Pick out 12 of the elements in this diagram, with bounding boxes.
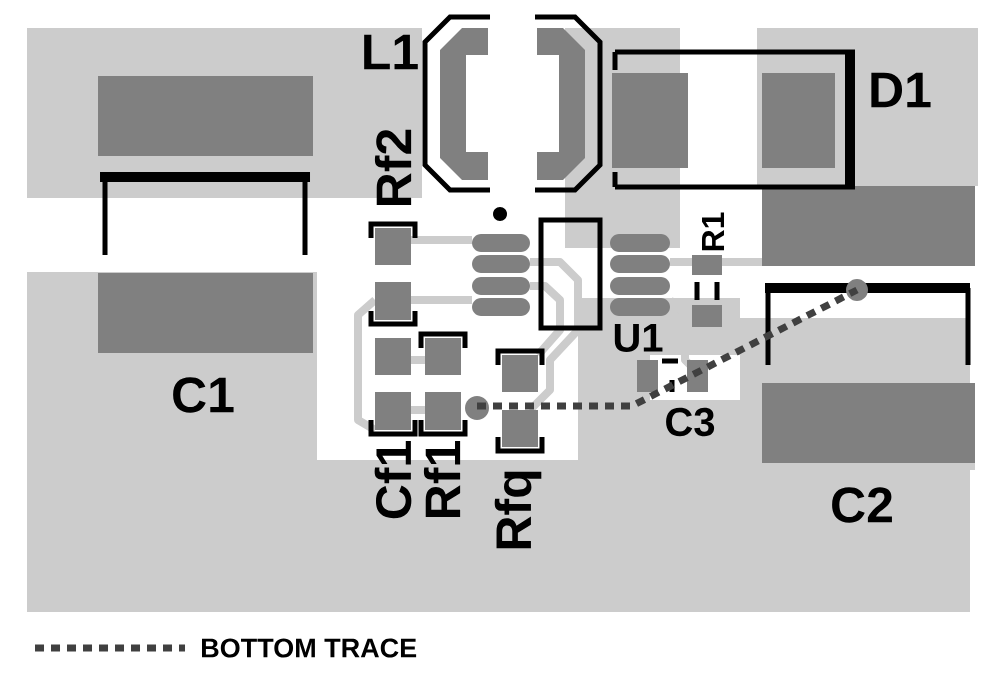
designator-label: Rf1	[423, 441, 461, 517]
legend-text: BOTTOM TRACE	[202, 638, 417, 658]
designator-label: Cf1	[374, 441, 412, 519]
designator-label: D1	[871, 72, 931, 108]
designator-label: L1	[364, 34, 418, 70]
designator-label: U1	[614, 324, 663, 352]
designator-label: Rf2	[374, 129, 412, 205]
designator-label: C1	[173, 377, 234, 413]
designator-label: C3	[666, 407, 715, 437]
designator-label: R1	[702, 212, 724, 251]
designator-label: C2	[832, 487, 892, 523]
designator-label: Rfq	[494, 471, 542, 549]
